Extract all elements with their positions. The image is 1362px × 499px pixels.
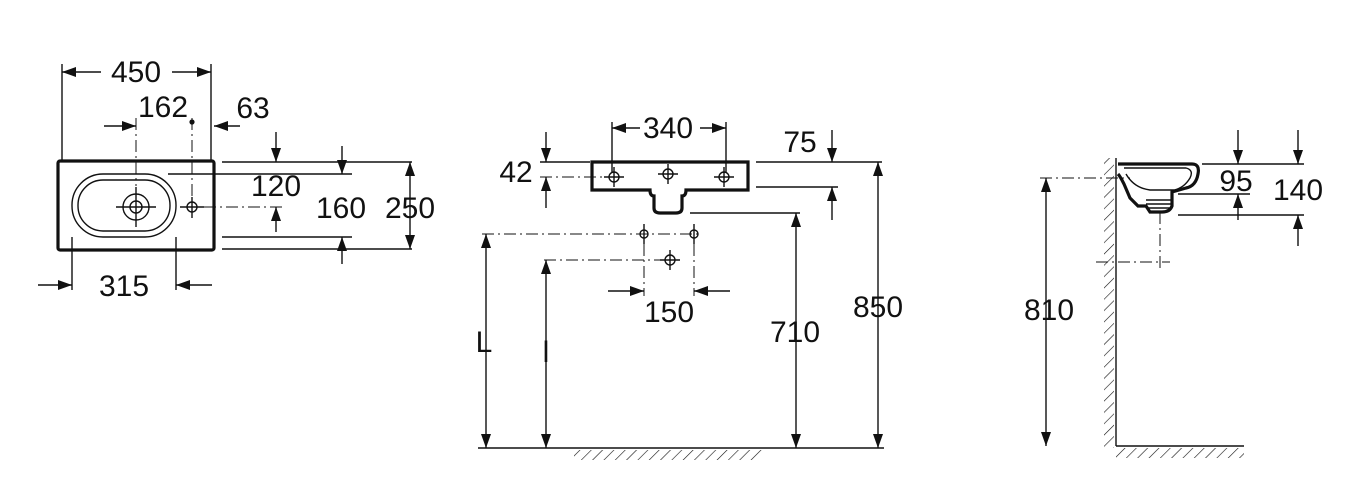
front-view: 340 42 75 710 850	[476, 112, 903, 460]
dim-120: 120	[251, 170, 301, 203]
front-view-basin-outline	[590, 160, 750, 215]
front-view-floor-hatch	[574, 450, 762, 460]
dim-95: 95	[1219, 165, 1252, 198]
dim-150: 150	[644, 296, 694, 329]
dim-140: 140	[1273, 174, 1323, 207]
side-view: 95 140 810	[1024, 130, 1323, 458]
top-view-basin-outline	[56, 159, 216, 252]
dim-160: 160	[316, 192, 366, 225]
dim-340: 340	[643, 112, 693, 145]
dim-162: 162	[138, 91, 188, 124]
front-view-tap-hole-icon	[604, 164, 734, 187]
dim-810: 810	[1024, 294, 1074, 327]
dim-315: 315	[99, 270, 149, 303]
dim-63: 63	[236, 92, 269, 125]
front-view-supply-icon	[639, 224, 699, 270]
dim-250: 250	[385, 192, 435, 225]
dim-450: 450	[111, 56, 161, 89]
dim-42: 42	[499, 156, 532, 189]
side-view-basin-profile	[1116, 162, 1200, 214]
dim-l: l	[543, 336, 550, 369]
dim-850: 850	[853, 291, 903, 324]
dim-75: 75	[783, 126, 816, 159]
dim-L: L	[476, 326, 493, 359]
dim-710: 710	[770, 316, 820, 349]
top-view: 450 162 63 315 120 160	[38, 56, 435, 303]
top-view-bowl	[71, 173, 177, 238]
